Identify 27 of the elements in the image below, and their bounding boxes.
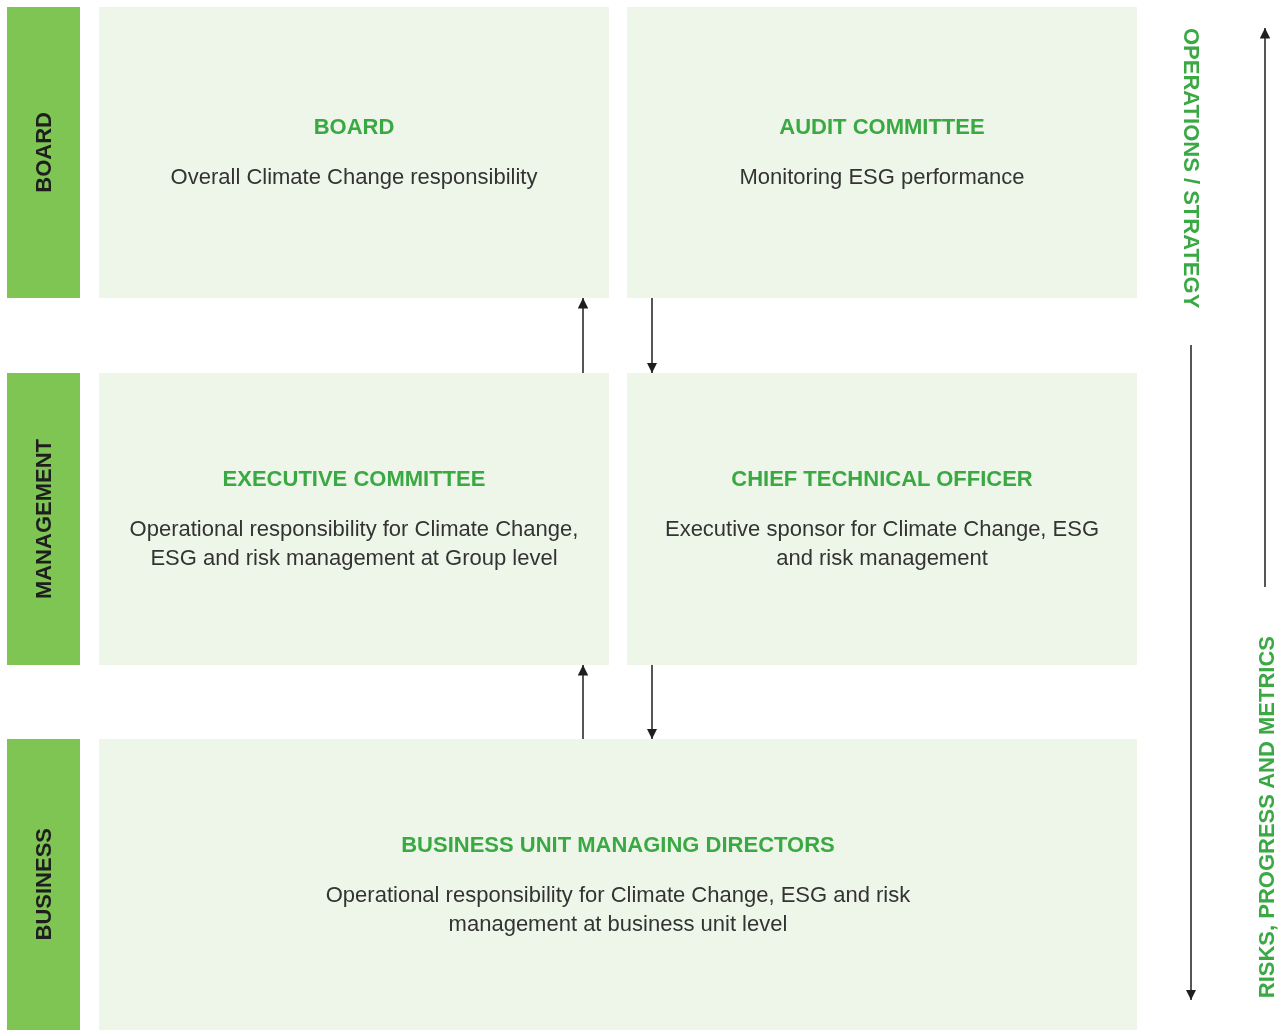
role-box [627,373,1137,665]
flow-label: RISKS, PROGRESS AND METRICS [1254,636,1280,999]
role-box [627,7,1137,298]
tier-band [7,739,80,1030]
role-title: AUDIT COMMITTEE [779,114,985,140]
role-box [99,739,1137,1030]
tier-label: MANAGEMENT [30,438,57,600]
role-description: Operational responsibility for Climate Change, ESG and risk management at Group level [128,515,580,572]
tier-band [7,373,80,665]
role-box [99,373,609,665]
role-box [99,7,609,298]
flow-label: OPERATIONS / STRATEGY [1178,28,1204,309]
arrow [577,664,589,740]
arrow [577,297,589,374]
role-description: Monitoring ESG performance [739,163,1025,191]
role-description: Overall Climate Change responsibility [170,163,538,191]
tier-band [7,7,80,298]
role-title: EXECUTIVE COMMITTEE [222,466,486,492]
role-title: BOARD [313,114,395,140]
tier-label: BUSINESS [30,828,57,941]
tier-label: BOARD [30,112,57,193]
role-title: CHIEF TECHNICAL OFFICER [731,466,1033,492]
role-description: Operational responsibility for Climate Change, ESG and risk management at business unit level [324,880,912,938]
role-description: Executive sponsor for Climate Change, ESG and risk management [663,515,1101,572]
arrow [646,297,658,374]
arrow [646,664,658,740]
role-title: BUSINESS UNIT MANAGING DIRECTORS [401,831,835,858]
